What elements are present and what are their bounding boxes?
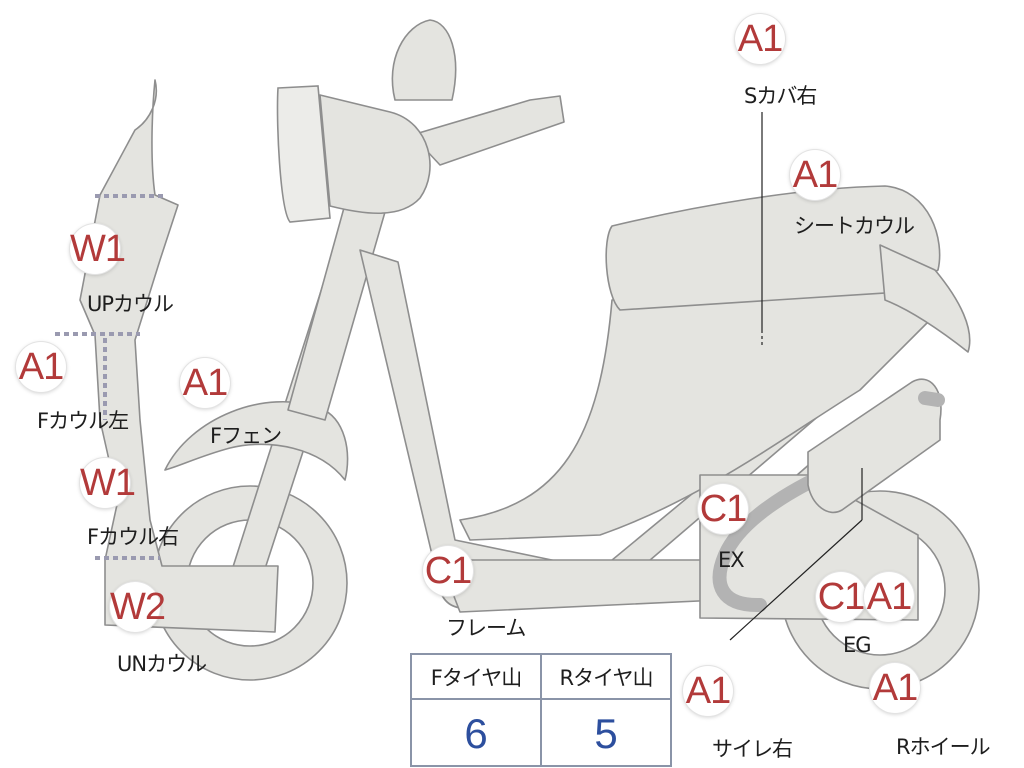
grade-badge-engine[interactable]: C1 (816, 572, 866, 622)
grade-badge-frame[interactable]: C1 (423, 546, 473, 596)
label-engine: EG (843, 633, 872, 657)
leader-silencer (729, 519, 863, 641)
label-f-cowl-left: Fカウル左 (37, 409, 129, 433)
grade-badge-f-fender[interactable]: A1 (180, 358, 230, 408)
grade-badge-un-cowl[interactable]: W2 (110, 582, 166, 632)
grade-badge-engine-a[interactable]: A1 (864, 572, 914, 622)
front-tread-header-cell: Fタイヤ山 (412, 655, 540, 698)
label-f-fender: Fフェン (210, 424, 282, 448)
tire-tread-value-row: 6 5 (412, 700, 670, 767)
windscreen (391, 19, 457, 101)
grade-badge-seat-cowl[interactable]: A1 (790, 150, 840, 200)
grade-badge-r-wheel[interactable]: A1 (870, 663, 920, 713)
grade-badge-f-cowl-left[interactable]: A1 (16, 342, 66, 392)
tire-tread-table: Fタイヤ山 Rタイヤ山 6 5 (410, 653, 672, 767)
grade-badge-s-cover-right[interactable]: A1 (735, 14, 785, 64)
label-frame: フレーム (446, 616, 526, 640)
front-tread-header: Fタイヤ山 (430, 665, 522, 690)
rear-tread-value: 5 (594, 709, 618, 757)
label-exhaust: EX (718, 548, 745, 572)
rear-tread-header: Rタイヤ山 (559, 665, 654, 690)
rear-tread-header-cell: Rタイヤ山 (540, 655, 670, 698)
rear-tread-value-cell: 5 (540, 700, 670, 767)
label-s-cover-right: Sカバ右 (744, 84, 817, 108)
grade-badge-silencer-right[interactable]: A1 (683, 666, 733, 716)
tire-tread-header-row: Fタイヤ山 Rタイヤ山 (412, 655, 670, 700)
label-un-cowl: UNカウル (117, 652, 207, 676)
grade-badge-up-cowl[interactable]: W1 (70, 224, 126, 274)
front-fender (164, 400, 349, 481)
seat (605, 185, 941, 311)
label-up-cowl: UPカウル (87, 292, 174, 316)
label-f-cowl-right: Fカウル右 (87, 525, 179, 549)
seat-cowl-tail (879, 244, 971, 353)
grade-badge-exhaust[interactable]: C1 (698, 484, 748, 534)
label-r-wheel: Rホイール (896, 735, 991, 759)
exhaust-pipe (712, 463, 842, 613)
headlight-lens (276, 85, 331, 223)
rear-body (459, 269, 931, 541)
label-seat-cowl: シートカウル (794, 214, 915, 238)
silencer (807, 378, 942, 514)
front-tread-value: 6 (464, 709, 488, 757)
grade-badge-f-cowl-right[interactable]: W1 (80, 458, 136, 508)
front-tread-value-cell: 6 (412, 700, 540, 767)
silencer-tip (918, 391, 945, 407)
label-silencer-right: サイレ右 (712, 737, 793, 761)
headlight-housing (319, 94, 431, 215)
handlebar (411, 95, 565, 166)
